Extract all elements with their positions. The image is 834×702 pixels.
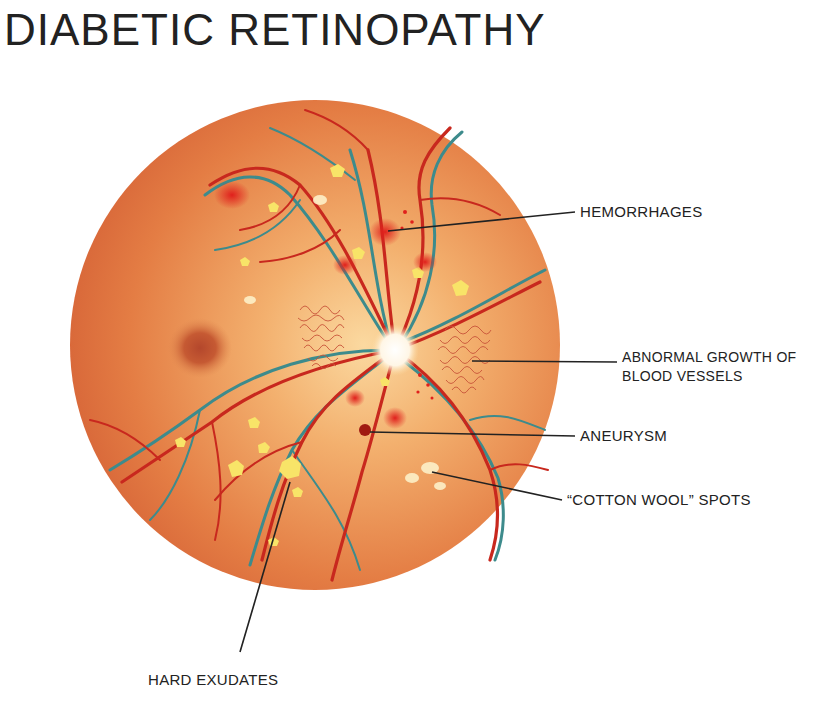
- leader-lines: [240, 212, 617, 652]
- hemorrhages: [214, 181, 437, 429]
- callout-label: ANEURYSM: [580, 426, 667, 446]
- veins: [110, 128, 545, 570]
- retina-fundus: [70, 100, 560, 590]
- macula: [168, 318, 232, 378]
- callout-label: HARD EXUDATES: [148, 670, 278, 690]
- callout-label: “COTTON WOOL” SPOTS: [567, 490, 751, 510]
- callout-label: HEMORRHAGES: [580, 202, 702, 222]
- callout-label: ABNORMAL GROWTH OF BLOOD VESSELS: [622, 348, 827, 386]
- hard-exudates: [175, 164, 469, 546]
- arteries: [90, 110, 548, 580]
- aneurysm: [359, 424, 371, 436]
- diagram-title: DIABETIC RETINOPATHY: [4, 6, 546, 54]
- optic-disc: [371, 324, 419, 376]
- cotton-wool-spots: [244, 195, 446, 490]
- neovascularization: [298, 306, 491, 393]
